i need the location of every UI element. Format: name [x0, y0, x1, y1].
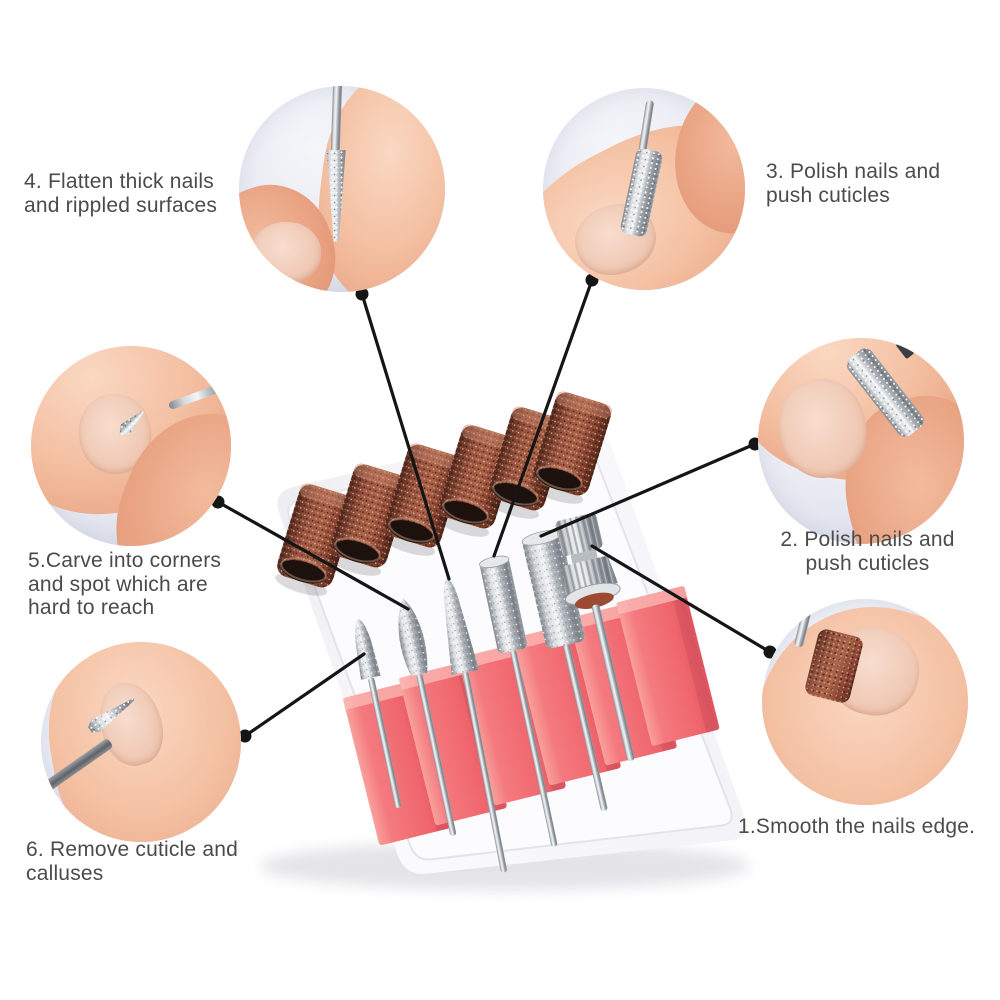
leader-line-3: [492, 278, 594, 558]
callout-label-2: 2. Polish nails and push cuticles: [780, 528, 955, 575]
leader-line-6: [243, 652, 366, 738]
drill-bits: [355, 513, 635, 873]
push-cuticles-photo: [543, 88, 745, 290]
callout-label-6: 6. Remove cuticle and calluses: [26, 838, 238, 885]
remove-cuticle-photo: [41, 642, 241, 842]
callout-label-5: 5.Carve into corners and spot which are …: [28, 549, 222, 620]
leader-line-5: [216, 500, 410, 611]
drill-bit-flame: [398, 598, 457, 836]
callout-label-4: 4. Flatten thick nails and rippled surfa…: [24, 170, 218, 217]
thumb-nail: [251, 221, 322, 284]
sanding-bands: [275, 391, 613, 596]
drill-bit-cylinder-large: [521, 530, 608, 811]
foam-block: [616, 585, 720, 746]
leader-dot-6: [238, 729, 252, 743]
sanding-band: [437, 424, 519, 537]
drill-bit-cylinder-small: [479, 555, 558, 847]
drill-bit-taper: [443, 578, 507, 873]
leader-lines: [216, 278, 772, 738]
carve-corners-photo: [31, 346, 231, 546]
leader-line-4: [360, 292, 451, 581]
sanding-band: [329, 463, 411, 576]
polish-nails-right-photo: [758, 338, 964, 544]
leader-line-2: [539, 442, 757, 538]
sanding-band: [383, 443, 465, 556]
callout-label-3: 3. Polish nails and push cuticles: [766, 160, 941, 207]
sanding-band: [275, 483, 357, 596]
drill-bit-cone: [355, 618, 402, 808]
smooth-nails-edge-photo: [762, 599, 968, 805]
callout-label-1: 1.Smooth the nails edge.: [738, 815, 976, 838]
flatten-thick-nails-photo: [239, 86, 445, 292]
leader-line-1: [590, 544, 772, 654]
sanding-band: [531, 391, 613, 504]
drill-bit-mandrel: [555, 513, 635, 761]
